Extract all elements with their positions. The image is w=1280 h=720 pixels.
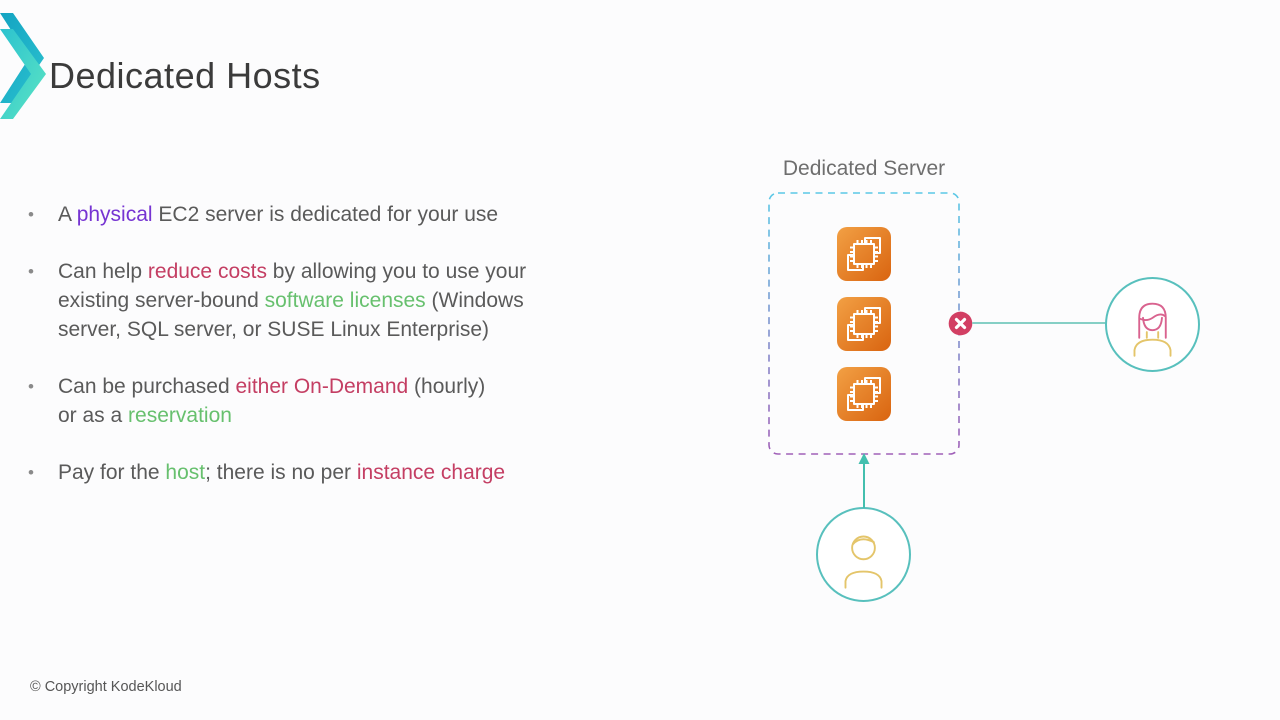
deny-x-icon	[948, 311, 973, 336]
bullet-text: Can help reduce costs by allowing you to…	[58, 260, 527, 341]
bullet-item: • Can be purchased either On-Demand (hour…	[28, 372, 628, 430]
server-stack	[837, 227, 891, 421]
bullet-list: • A physical EC2 server is dedicated for …	[28, 200, 628, 515]
bullet-text: Can be purchased either On-Demand (hourl…	[58, 375, 486, 427]
bullet-item: • Can help reduce costs by allowing you t…	[28, 257, 628, 344]
ec2-instance-icon	[837, 367, 891, 421]
kodekloud-logo-icon	[0, 13, 46, 119]
bullet-text: Pay for the host; there is no per instan…	[58, 461, 506, 484]
bullet-marker-icon: •	[28, 377, 34, 396]
highlight-red: instance charge	[356, 461, 506, 484]
bullet-text: A physical EC2 server is dedicated for y…	[58, 203, 499, 226]
connector-line	[972, 322, 1106, 325]
blocked-user-avatar	[1105, 277, 1200, 372]
bullet-item: • A physical EC2 server is dedicated for …	[28, 200, 628, 229]
highlight-green: reservation	[128, 404, 232, 427]
female-user-icon	[1133, 302, 1172, 357]
bullet-marker-icon: •	[28, 463, 34, 482]
dedicated-server-label: Dedicated Server	[782, 157, 946, 180]
bullet-item: • Pay for the host; there is no per insta…	[28, 458, 628, 487]
page-title: Dedicated Hosts	[49, 55, 321, 96]
highlight-green: software licenses	[264, 289, 426, 312]
host-owner-avatar	[816, 507, 911, 602]
bullet-marker-icon: •	[28, 262, 34, 281]
highlight-green: host	[165, 461, 206, 484]
footer-copyright: © Copyright KodeKloud	[30, 679, 182, 695]
up-arrow-icon	[858, 453, 870, 508]
highlight-red: reduce costs	[147, 260, 267, 283]
ec2-instance-icon	[837, 227, 891, 281]
ec2-instance-icon	[837, 297, 891, 351]
highlight-red: either On-Demand	[235, 375, 409, 398]
highlight-purple: physical	[76, 203, 153, 226]
bullet-marker-icon: •	[28, 205, 34, 224]
male-user-icon	[844, 535, 883, 589]
